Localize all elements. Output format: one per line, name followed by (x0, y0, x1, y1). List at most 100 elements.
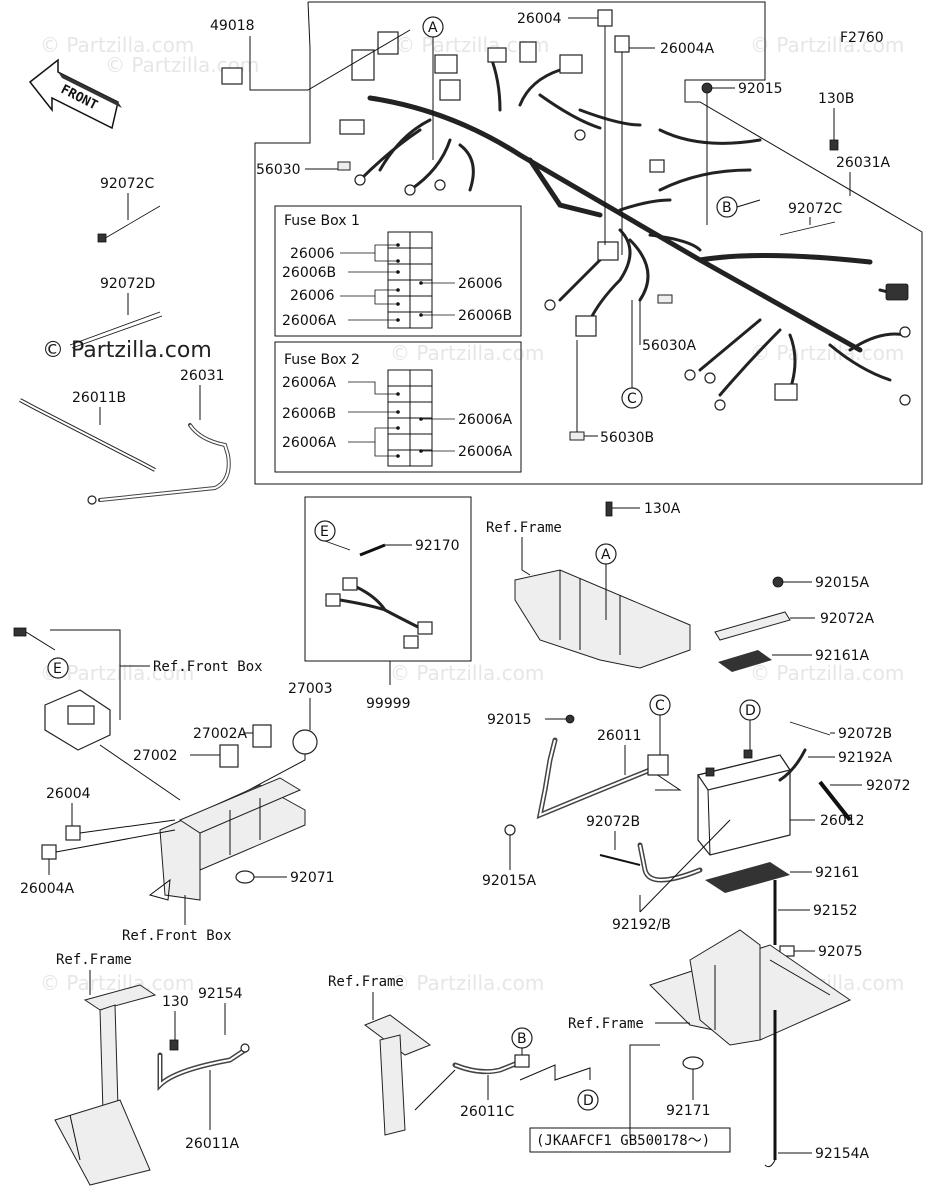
label-92015a-bottom: 92015A (482, 873, 537, 889)
part-49018-connector (221, 67, 243, 85)
front-arrow-icon: FRONT (28, 58, 122, 130)
svg-text:© Partzilla.com: © Partzilla.com (750, 661, 904, 685)
part-26004-connector (597, 9, 613, 27)
label-92072a: 92072A (820, 611, 875, 627)
part-92072a-holder (714, 611, 791, 641)
label-92071: 92071 (290, 870, 335, 886)
fuse-box-2: Fuse Box 2 26006A 26006B 26006A 26006A 2… (274, 341, 522, 473)
part-130b-bolt (829, 139, 839, 151)
label-92154: 92154 (198, 986, 243, 1002)
part-26004a-connector-left (41, 844, 57, 860)
part-92072b-tie-mid (599, 854, 641, 866)
label-92072b-right: 92072B (838, 726, 892, 742)
part-26004a-connector (614, 35, 630, 53)
label-99999: 99999 (366, 696, 411, 712)
label-92170: 92170 (415, 538, 460, 554)
part-92071-grommet (235, 870, 255, 884)
label-130b: 130B (818, 91, 854, 107)
watermarks: © Partzilla.com © Partzilla.com © Partzi… (40, 33, 904, 995)
label-92072c-left: 92072C (100, 176, 155, 192)
battery-26012 (697, 749, 791, 856)
svg-text:© Partzilla.com: © Partzilla.com (390, 341, 544, 365)
part-92192b-cover (637, 842, 703, 883)
label-26004a-left: 26004A (20, 881, 75, 897)
fuse-box-2-title: Fuse Box 2 (284, 352, 360, 368)
fuse1-left-3: 26006 (290, 288, 335, 304)
label-26004-top: 26004 (517, 11, 562, 27)
ref-front-box-bottom: Ref.Front Box (122, 928, 232, 944)
label-92192a: 92192A (838, 750, 893, 766)
fuse2-left-2: 26006B (282, 406, 336, 422)
svg-text:© Partzilla.com: © Partzilla.com (390, 971, 544, 995)
label-92015a-top: 92015A (815, 575, 870, 591)
part-92015a-nut-bottom (504, 824, 516, 836)
part-130-bolt (169, 1039, 179, 1051)
serial-note: (JKAAFCF1 GB500178～) (536, 1133, 710, 1149)
label-92075: 92075 (818, 944, 863, 960)
label-56030: 56030 (256, 162, 301, 178)
ref-frame-bl: Ref.Frame (56, 952, 132, 968)
label-26031: 26031 (180, 368, 225, 384)
adapter-harness-panel: E 92170 99999 (304, 496, 472, 712)
figure-code: F2760 (840, 30, 884, 46)
part-92015-nut (701, 82, 713, 94)
svg-text:E: E (320, 524, 329, 540)
fuse1-left-2: 26006B (282, 265, 336, 281)
fuse1-right-2: 26006B (458, 308, 512, 324)
label-92171: 92171 (666, 1103, 711, 1119)
fuse-box-1-title: Fuse Box 1 (284, 213, 360, 229)
svg-text:B: B (517, 1031, 527, 1047)
label-92154a: 92154A (815, 1146, 870, 1162)
part-92161-pad (705, 862, 790, 893)
frame-bracket-bl (54, 984, 157, 1186)
label-26011: 26011 (597, 728, 642, 744)
label-26031a: 26031A (836, 155, 891, 171)
part-92072c-tie-right (779, 221, 836, 236)
svg-text:A: A (601, 547, 611, 563)
svg-text:D: D (583, 1093, 594, 1109)
label-92161: 92161 (815, 865, 860, 881)
label-92152: 92152 (813, 903, 858, 919)
part-relay (647, 754, 669, 776)
ref-front-box-top: Ref.Front Box (153, 659, 263, 675)
svg-text:B: B (722, 200, 732, 216)
label-26011c: 26011C (460, 1104, 515, 1120)
part-92072d-tie (69, 311, 161, 346)
part-92192a-cover (778, 748, 807, 782)
svg-text:© Partzilla.com: © Partzilla.com (750, 33, 904, 57)
fuse2-right-1: 26006A (458, 412, 513, 428)
part-92072-band (818, 780, 852, 822)
svg-text:A: A (428, 20, 438, 36)
label-130: 130 (162, 994, 189, 1010)
fuse2-left-3: 26006A (282, 435, 337, 451)
label-92072b-mid: 92072B (586, 814, 640, 830)
svg-text:C: C (627, 391, 637, 407)
part-bolt-front-box (13, 627, 27, 637)
svg-text:D: D (745, 703, 756, 719)
svg-text:© Partzilla.com: © Partzilla.com (40, 33, 194, 57)
label-49018: 49018 (210, 18, 255, 34)
ref-frame-br: Ref.Frame (568, 1016, 644, 1032)
harness-panel-outline (254, 1, 923, 485)
label-130a: 130A (644, 501, 681, 517)
fuse1-right-1: 26006 (458, 276, 503, 292)
frame-bracket-bm (363, 1014, 432, 1136)
main-wiring-harness (339, 31, 911, 411)
part-92015a-nut-top (772, 576, 784, 588)
part-27002-relay (219, 744, 239, 768)
part-92171-grommet (682, 1056, 704, 1070)
part-26004-connector-left (65, 825, 81, 841)
label-26004a-top: 26004A (660, 41, 715, 57)
part-130a-bolt (605, 501, 613, 517)
part-92072b-tie-right (789, 721, 831, 736)
label-26011a: 26011A (185, 1136, 240, 1152)
ref-frame-mid: Ref.Frame (486, 520, 562, 536)
callout-d-bottom (577, 1089, 599, 1111)
partzilla-logo-text: © Partzilla.com (42, 338, 212, 363)
label-92161a: 92161A (815, 648, 870, 664)
front-box-body (148, 777, 306, 901)
fuse1-left-4: 26006A (282, 313, 337, 329)
frame-bracket-mid (514, 569, 691, 669)
part-92072c-tie-left (101, 205, 161, 241)
label-26004-left: 26004 (46, 786, 91, 802)
